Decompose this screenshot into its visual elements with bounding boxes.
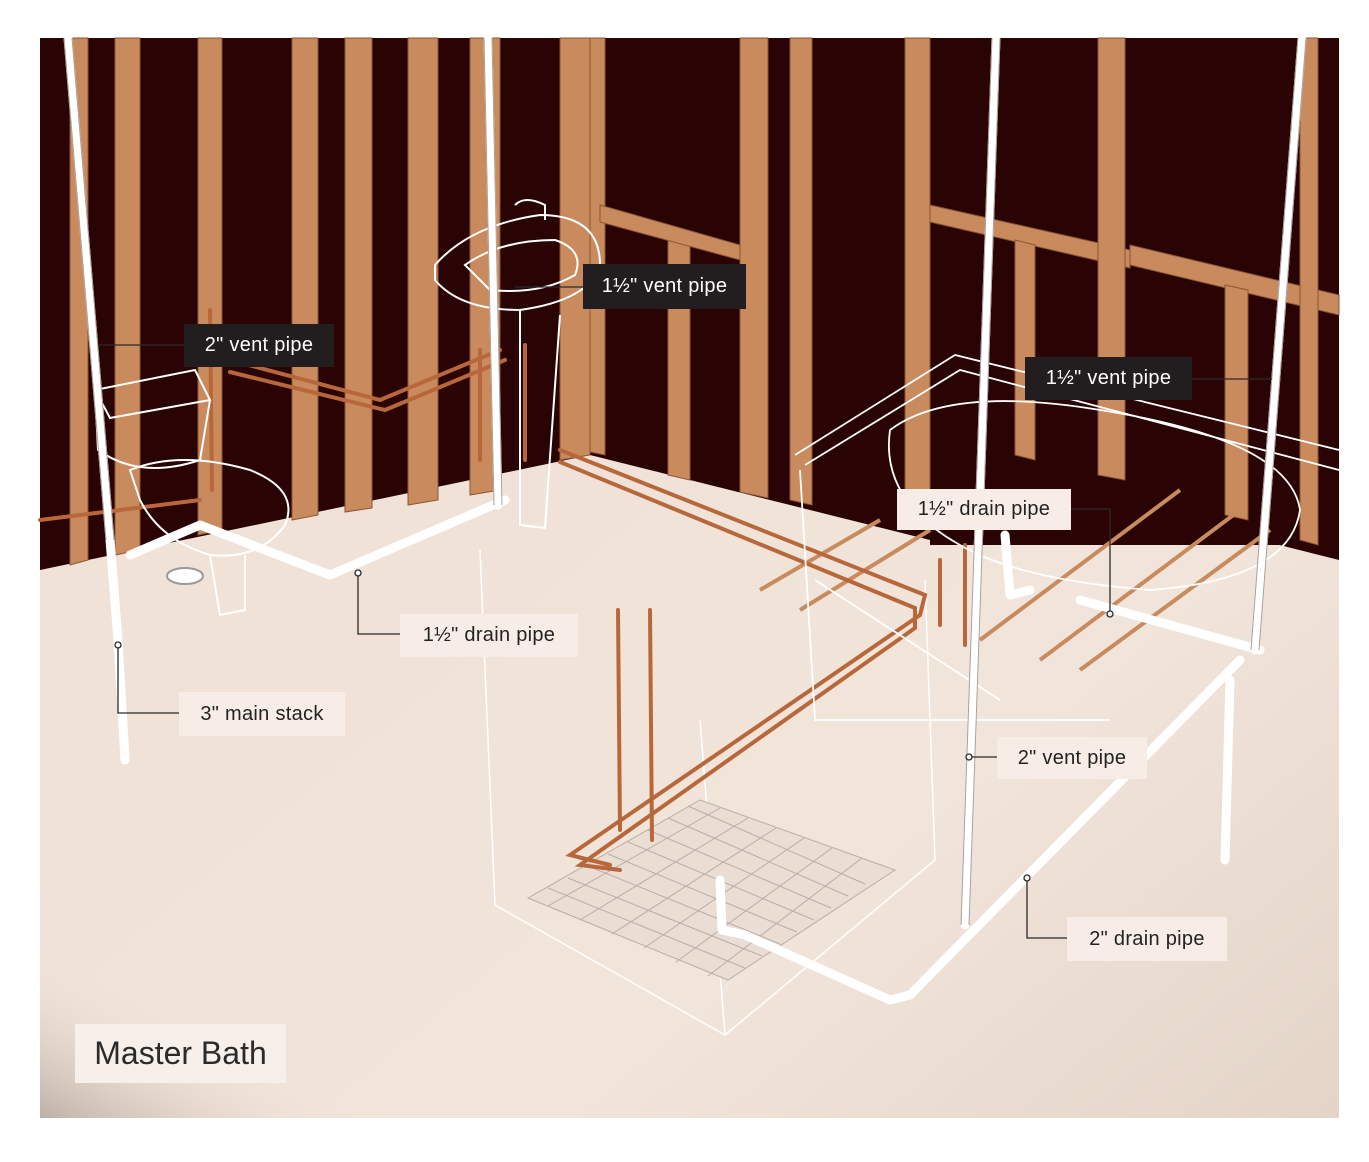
- toilet-outline: [93, 368, 290, 617]
- tub-outline: [794, 354, 1340, 721]
- label-1-5in-drain-pipe-tub: 1½" drain pipe: [897, 489, 1071, 530]
- label-3in-main-stack: 3" main stack: [179, 692, 345, 736]
- label-2in-drain-pipe-shower: 2" drain pipe: [1067, 917, 1227, 961]
- label-1-5in-vent-pipe-sink: 1½" vent pipe: [583, 264, 746, 309]
- pvc-pipe-outlines: [63, 37, 1307, 926]
- leader-lines: [98, 286, 1272, 939]
- shower-tile-grid: [526, 799, 897, 981]
- diagram-title: Master Bath: [75, 1024, 286, 1083]
- label-2in-vent-pipe-toilet: 2" vent pipe: [184, 324, 334, 367]
- label-2in-vent-pipe-shower: 2" vent pipe: [997, 737, 1147, 779]
- label-1-5in-drain-pipe-sink: 1½" drain pipe: [400, 614, 578, 657]
- leader-dots: [114, 569, 1114, 882]
- copper-supply-lines: [38, 308, 967, 872]
- label-1-5in-vent-pipe-tub: 1½" vent pipe: [1025, 357, 1192, 400]
